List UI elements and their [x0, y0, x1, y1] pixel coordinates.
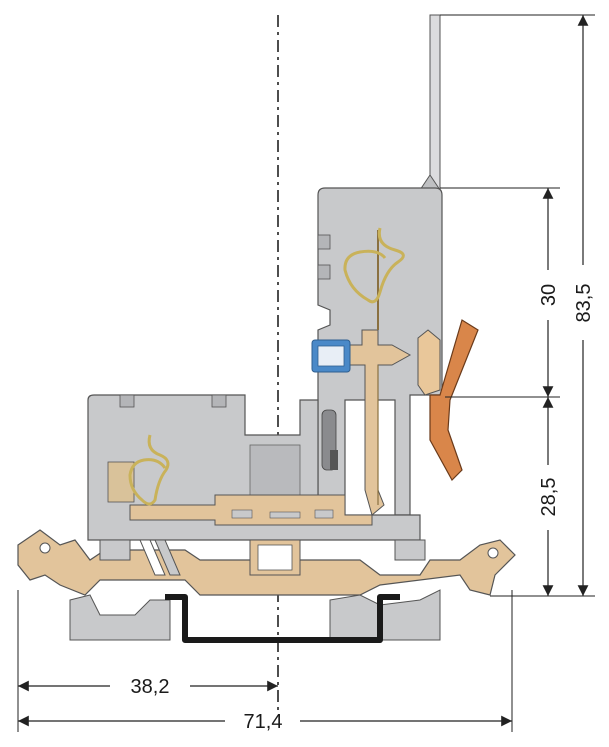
- dimension-label-28-5: 28,5: [538, 478, 560, 517]
- dimension-71-4: 71,4: [17, 711, 512, 733]
- lower-spring: [128, 434, 170, 506]
- dimension-label-83-5: 83,5: [573, 284, 595, 323]
- dimension-38-2: 38,2: [17, 676, 278, 698]
- mounting-base: [17, 529, 516, 596]
- dimension-label-38-2: 38,2: [131, 676, 170, 698]
- blue-clip: [311, 339, 351, 373]
- release-lever: [417, 319, 479, 481]
- extension-lines: [17, 14, 595, 732]
- upper-spring: [343, 227, 405, 304]
- din-rail: [165, 594, 400, 643]
- dimension-83-5: 83,5: [573, 14, 595, 596]
- dimension-28-5: 28,5: [538, 397, 560, 596]
- top-plate: [419, 14, 441, 191]
- dimension-label-30: 30: [538, 284, 560, 306]
- dimension-30: 30: [538, 188, 560, 397]
- dimension-label-71-4: 71,4: [244, 711, 283, 733]
- base-feet: [69, 589, 441, 641]
